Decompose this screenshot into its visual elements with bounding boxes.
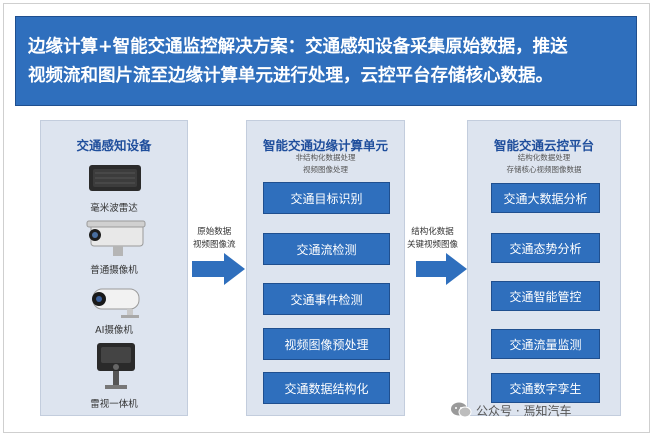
sensing-devices-panel: 交通感知设备 毫米波雷达 普通摄像机 AI摄像机 雷视一体机 bbox=[40, 120, 188, 416]
wechat-icon bbox=[451, 402, 472, 418]
radar-icon bbox=[89, 165, 141, 191]
function-box: 交通态势分析 bbox=[491, 233, 600, 263]
function-box: 交通事件检测 bbox=[263, 283, 390, 315]
panel-subtitle-1: 结构化数据处理 bbox=[517, 153, 571, 162]
function-box: 交通数字孪生 bbox=[491, 373, 600, 403]
flow-arrow-2 bbox=[416, 253, 467, 285]
function-box: 交通目标识别 bbox=[263, 182, 390, 214]
function-box: 交通流量监测 bbox=[491, 329, 600, 359]
cloud-control-panel: 智能交通云控平台 结构化数据处理 存储核心视频图像数据 交通大数据分析 交通态势… bbox=[467, 120, 621, 416]
ai-camera-icon bbox=[92, 288, 140, 318]
function-box: 交通大数据分析 bbox=[491, 183, 600, 213]
function-box: 交通数据结构化 bbox=[263, 372, 390, 404]
device-label: 毫米波雷达 bbox=[90, 203, 138, 214]
device-label: 雷视一体机 bbox=[90, 399, 138, 410]
panel-title: 智能交通云控平台 bbox=[493, 138, 594, 153]
function-box: 交通流检测 bbox=[263, 233, 390, 265]
watermark: 公众号 · 焉知汽车 bbox=[450, 401, 571, 419]
panel-title: 交通感知设备 bbox=[76, 138, 152, 153]
banner-line-1: 边缘计算+智能交通监控解决方案：交通感知设备采集原始数据，推送 bbox=[28, 37, 568, 57]
edge-computing-panel: 智能交通边缘计算单元 非结构化数据处理 视频图像处理 交通目标识别 交通流检测 … bbox=[246, 120, 405, 416]
header-banner: 边缘计算+智能交通监控解决方案：交通感知设备采集原始数据，推送 视频流和图片流至… bbox=[15, 16, 637, 106]
arrow-label-raw-data: 原始数据 视频图像流 bbox=[193, 227, 236, 250]
function-box: 交通智能管控 bbox=[491, 281, 600, 311]
watermark-text: 公众号 · 焉知汽车 bbox=[476, 403, 572, 418]
function-box: 视频图像预处理 bbox=[263, 328, 390, 360]
banner-line-2: 视频流和图片流至边缘计算单元进行处理，云控平台存储核心数据。 bbox=[28, 66, 553, 86]
device-label: AI摄像机 bbox=[95, 325, 133, 336]
radar-vision-icon bbox=[97, 343, 135, 389]
arrow-label-structured-data: 结构化数据 关键视频图像 bbox=[407, 227, 459, 250]
panel-subtitle-2: 存储核心视频图像数据 bbox=[506, 165, 582, 174]
panel-subtitle-2: 视频图像处理 bbox=[303, 165, 348, 174]
diagram-frame bbox=[3, 3, 650, 433]
panel-subtitle-1: 非结构化数据处理 bbox=[295, 153, 356, 162]
panel-title: 智能交通边缘计算单元 bbox=[262, 138, 388, 153]
flow-arrow-1 bbox=[192, 253, 245, 285]
camera-icon bbox=[86, 220, 146, 256]
device-label: 普通摄像机 bbox=[90, 265, 138, 276]
